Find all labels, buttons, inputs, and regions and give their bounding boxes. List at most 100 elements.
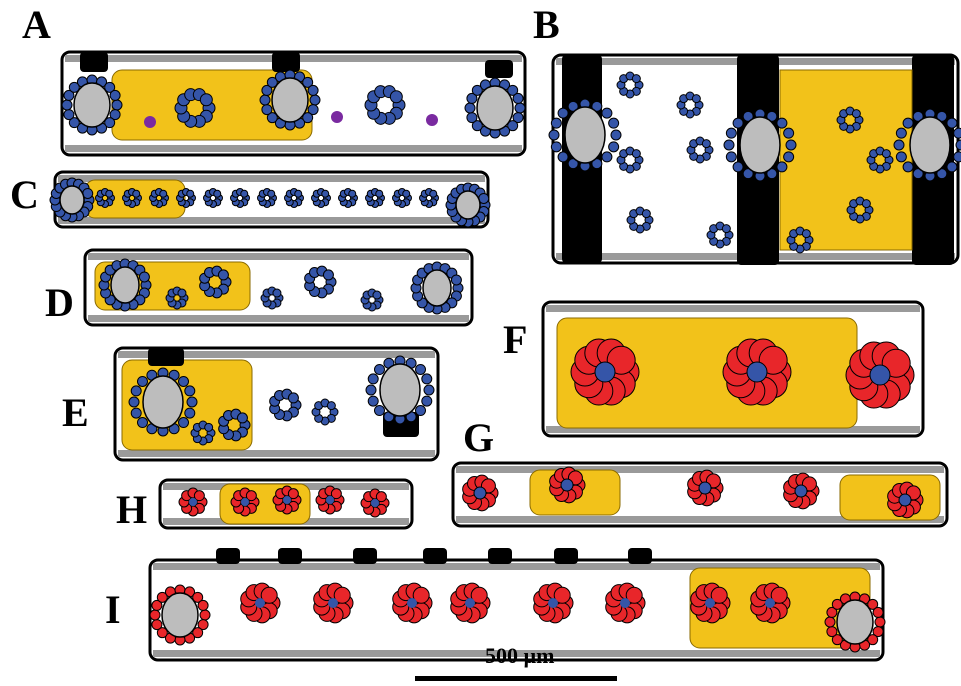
panel-b-minor-bundle-8-cell <box>852 110 860 118</box>
panel-h-bundle-core-2 <box>241 498 249 506</box>
panel-i-fiber-cap-6 <box>554 548 578 564</box>
panel-a-bundle-3-sheath-cell <box>515 103 525 113</box>
panel-b-bundle-2-sheath-cell <box>733 118 743 128</box>
panel-e-bundle-1-sheath-cell <box>179 418 189 428</box>
panel-f-leaf-upper-epidermis <box>546 305 920 312</box>
scale-bar <box>415 676 617 681</box>
panel-e-minor-bundle-3-cell <box>327 402 335 410</box>
panel-d-minor-bundle-3-cell <box>178 289 186 297</box>
panel-c-minor-bundle-cell <box>214 190 221 197</box>
panel-b-bundle-2-sheath-cell <box>724 140 734 150</box>
panel-label-a: A <box>22 5 51 45</box>
panel-label-e: E <box>62 393 89 433</box>
panel-e-fiber-cap-1 <box>148 348 184 366</box>
panel-b-bundle-2-sheath-cell <box>784 152 794 162</box>
panel-i-bundle-core-7 <box>705 598 715 608</box>
panel-i-fiber-cap-2 <box>278 548 302 564</box>
panel-e-leaf-lower-epidermis <box>118 450 435 457</box>
panel-a-bundle-2-sheath-cell <box>260 95 270 105</box>
panel-e-bundle-1-sheath-cell <box>185 386 195 396</box>
panel-b-bundle-2-vein <box>740 117 780 173</box>
panel-e-bundle-2-sheath-cell <box>368 374 378 384</box>
panel-i-fiber-cap-3 <box>353 548 377 564</box>
panel-c-bundle-2-vein <box>456 191 480 219</box>
panel-e-bundle-2-sheath-cell <box>424 385 434 395</box>
panel-b-minor-bundle-10-cell <box>862 200 870 208</box>
panel-h-bundle-core-3 <box>283 496 291 504</box>
panel-a-bundle-2-sheath-cell <box>308 85 318 95</box>
panel-b-minor-bundle-9-cell <box>882 150 890 158</box>
panel-h-kranz-bundle-5-cell <box>376 492 386 502</box>
panel-label-g: G <box>463 418 494 458</box>
panel-b-bundle-3-sheath-cell <box>947 118 957 128</box>
panel-a-bundle-2-vein <box>272 78 308 122</box>
panel-i-bundle-main-1-sheath-cell <box>152 620 162 630</box>
panel-i-bundle-core-3 <box>407 598 417 608</box>
panel-c-minor-bundle-cell <box>106 190 113 197</box>
panel-i-bundle-main-2-sheath-cell <box>873 607 883 617</box>
panel-i-bundle-core-2 <box>328 598 338 608</box>
panel-e-bundle-1-sheath-cell <box>187 397 197 407</box>
panel-b-bundle-3-sheath-cell <box>894 140 904 150</box>
panel-b-bundle-2-sheath-cell <box>786 140 796 150</box>
panel-b-minor-bundle-7-cell <box>802 230 810 238</box>
panel-b-bundle-3-sheath-cell <box>954 128 961 138</box>
panel-a-bundle-3-sheath-cell <box>465 103 475 113</box>
panel-i-bundle-core-4 <box>465 598 475 608</box>
panel-e-bundle-2-sheath-cell <box>416 364 426 374</box>
panel-e-bundle-1-sheath-cell <box>131 386 141 396</box>
panel-b-bundle-3-sheath-cell <box>903 118 913 128</box>
panel-i-bundle-main-2-vein <box>837 600 873 644</box>
panel-c-minor-bundle-cell <box>268 190 275 197</box>
panel-i-bundle-core-6 <box>620 598 630 608</box>
panel-label-f: F <box>503 320 527 360</box>
panel-b-bundle-3-sheath-cell <box>896 128 906 138</box>
panel-h-kranz-bundle-2-cell <box>246 491 256 501</box>
panel-h-bundle-core-4 <box>326 496 334 504</box>
panel-i-bundle-main-2-sheath-cell <box>825 617 835 627</box>
panel-e-bundle-1-sheath-cell <box>185 408 195 418</box>
panel-d-leaf-upper-epidermis <box>88 253 469 260</box>
panel-c-minor-bundle-cell <box>133 190 140 197</box>
panel-i-bundle-main-1-sheath-cell <box>198 600 208 610</box>
panel-e-minor-bundle-1-cell <box>237 413 247 423</box>
panel-a-bundle-1-sheath-cell <box>110 90 120 100</box>
panel-g-bundle-core-1 <box>474 487 486 499</box>
panel-b-minor-bundle-6-cell <box>722 225 730 233</box>
panel-a-bundle-1-vein <box>74 83 110 127</box>
panel-a-bundle-3-vein <box>477 86 513 130</box>
panel-a-bundle-3-sheath-cell <box>513 93 523 103</box>
panel-a-purple-cell-3 <box>426 114 438 126</box>
panel-a-bundle-3-sheath-cell <box>467 113 477 123</box>
panel-f-bundle-core-3 <box>870 365 890 385</box>
panel-a-bundle-1-sheath-cell <box>62 100 72 110</box>
panel-a-fiber-cap-3 <box>485 60 513 78</box>
panel-i-bundle-main-2-sheath-cell <box>827 627 837 637</box>
panel-d-bundle-1-sheath-cell <box>139 272 149 282</box>
panel-e-bundle-2-sheath-cell <box>422 396 432 406</box>
panel-b-bundle-3-sheath-cell <box>903 162 913 172</box>
panel-i-fiber-cap-5 <box>488 548 512 564</box>
panel-d-bundle-1-vein <box>111 267 139 303</box>
panel-a-fiber-cap-2 <box>272 52 300 72</box>
panel-b-bundle-1-sheath-cell <box>558 152 568 162</box>
panel-b-minor-bundle-5-cell <box>642 210 650 218</box>
panel-label-i: I <box>105 590 121 630</box>
panel-b-minor-bundle-1-cell <box>632 75 640 83</box>
panel-e-bundle-1-sheath-cell <box>129 397 139 407</box>
panel-d-minor-bundle-2-cell <box>323 270 333 280</box>
panel-b-bundle-3-sheath-cell <box>954 152 961 162</box>
panel-i-bundle-main-1-vein <box>162 593 198 637</box>
panel-b-bundle-3-vein <box>910 117 950 173</box>
panel-d-minor-bundle-4-cell <box>273 289 281 297</box>
panel-b-bundle-2-sheath-cell <box>726 152 736 162</box>
panel-b-bundle-1-sheath-cell <box>602 152 612 162</box>
panel-a-bundle-2-sheath-cell <box>310 95 320 105</box>
panel-a-bundle-2-sheath-cell <box>262 105 272 115</box>
panel-b-bundle-1-vein <box>565 107 605 163</box>
panel-i-bundle-main-1-sheath-cell <box>150 610 160 620</box>
panel-c-minor-bundle-cell <box>241 190 248 197</box>
panel-b-bundle-2-sheath-cell <box>726 128 736 138</box>
panel-b-bundle-1-sheath-cell <box>551 142 561 152</box>
panel-b-bundle-3-sheath-cell <box>947 162 957 172</box>
